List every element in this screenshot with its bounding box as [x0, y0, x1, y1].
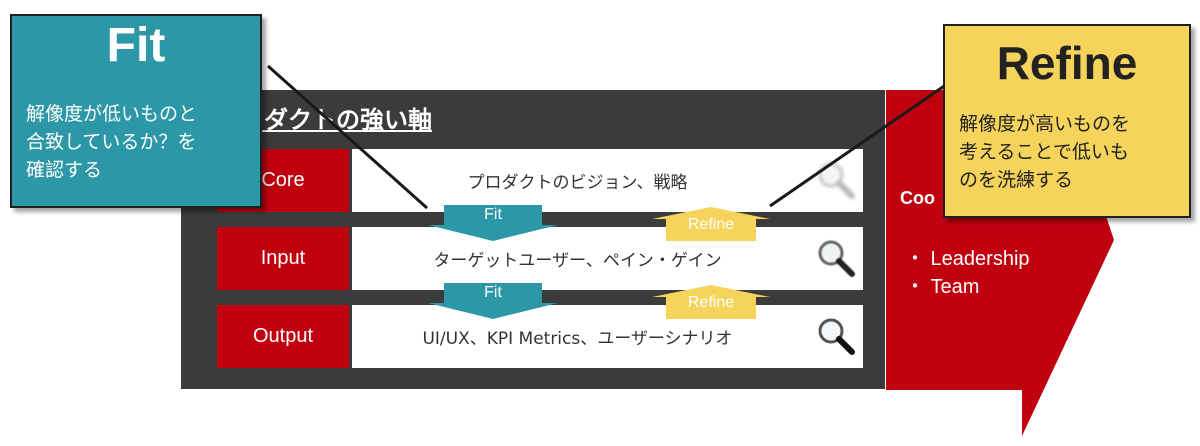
magnifier-icon — [818, 240, 855, 277]
refine-callout-line-2: 考えることで低いも — [959, 141, 1129, 163]
fit-arrow-down-1 — [428, 205, 558, 241]
row-content-core: プロダクトのビジョン、戦略 — [352, 149, 863, 212]
row-text-core: プロダクトのビジョン、戦略 — [467, 173, 688, 193]
row-label-input: Input — [217, 227, 349, 290]
magnifier-icon — [818, 162, 855, 199]
row-label-output: Output — [217, 305, 349, 368]
refine-callout-title: Refine — [996, 37, 1138, 89]
row-content-input: ターゲットユーザー、ペイン・ゲイン — [352, 227, 863, 290]
refine-callout-line-3: のを洗練する — [959, 169, 1074, 191]
refine-arrow-label-2: Refine — [687, 294, 735, 311]
fit-callout-line-3: 確認する — [26, 159, 103, 181]
magnifier-icon — [818, 318, 855, 355]
fit-arrow-down-2 — [428, 283, 558, 319]
fit-callout-line-1: 解像度が低いものと — [26, 103, 198, 125]
refine-callout-line-1: 解像度が高いものを — [959, 113, 1131, 135]
refine-callout: Refine 解像度が高いものを 考えることで低いも のを洗練する — [943, 24, 1191, 218]
row-text-output: UI/UX、KPI Metrics、ユーザーシナリオ — [422, 329, 733, 349]
cooperation-title: Coo — [900, 188, 935, 208]
refine-callout-description: 解像度が高いものを 考えることで低いも のを洗練する — [959, 110, 1185, 194]
row-text-input: ターゲットユーザー、ペイン・ゲイン — [433, 251, 722, 271]
fit-callout-title: Fit — [106, 19, 166, 72]
fit-arrow-label-1: Fit — [484, 206, 502, 223]
fit-callout-description: 解像度が低いものと 合致しているか？を 確認する — [26, 100, 256, 184]
refine-arrow-up-2 — [652, 285, 770, 319]
cooperation-item-team: ・ Team — [905, 276, 980, 298]
fit-arrow-label-2: Fit — [484, 284, 502, 301]
cooperation-item-leadership: ・ Leadership — [905, 248, 1030, 270]
panel-title: ロダクトの強い軸 — [240, 106, 432, 134]
refine-arrow-up-1 — [652, 207, 770, 241]
fit-callout-line-2: 合致しているか？を — [26, 131, 197, 153]
fit-callout: Fit 解像度が低いものと 合致しているか？を 確認する — [10, 14, 262, 208]
row-content-output: UI/UX、KPI Metrics、ユーザーシナリオ — [352, 305, 863, 368]
refine-arrow-label-1: Refine — [687, 216, 735, 233]
